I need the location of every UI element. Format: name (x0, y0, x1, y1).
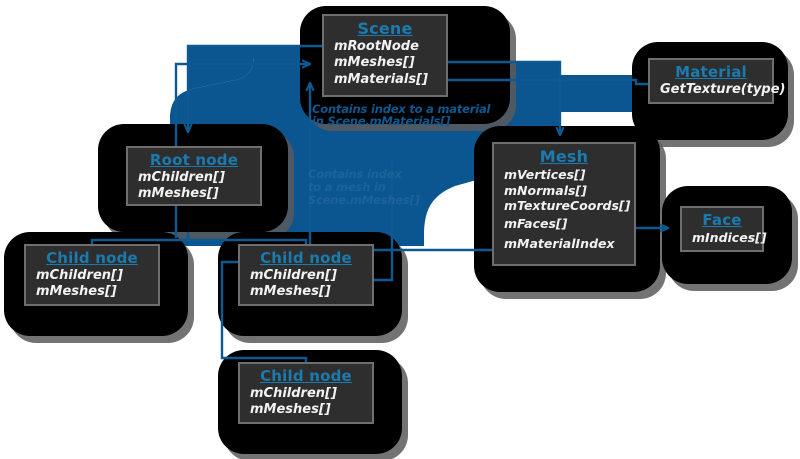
class-title-child-node-middle: Child node (260, 249, 352, 267)
field-scene-2: mMaterials[] (334, 71, 429, 87)
field-material-0: GetTexture(type) (660, 81, 786, 97)
class-title-mesh: Mesh (539, 147, 589, 166)
annotation-material-index: Contains index to a material in Scene.mM… (312, 102, 491, 128)
class-box-face[interactable]: Face mIndices[] (680, 206, 767, 252)
field-child-node-left-0: mChildren[] (36, 267, 123, 283)
field-mesh-0: mVertices[] (504, 166, 586, 182)
class-box-mesh[interactable]: Mesh mVertices[] mNormals[] mTextureCoor… (492, 142, 636, 266)
class-box-child-node-middle[interactable]: Child node mChildren[] mMeshes[] (238, 244, 374, 306)
class-title-child-node-left: Child node (46, 249, 138, 267)
field-child-node-middle-0: mChildren[] (250, 267, 337, 283)
field-child-node-bottom-1: mMeshes[] (250, 402, 331, 418)
field-face-0: mIndices[] (692, 229, 767, 245)
class-title-material: Material (675, 63, 747, 81)
field-mesh-4: mMaterialIndex (504, 235, 615, 251)
field-mesh-3: mFaces[] (504, 216, 568, 232)
class-title-face: Face (702, 211, 742, 229)
field-mesh-1: mNormals[] (504, 182, 587, 198)
class-box-scene[interactable]: Scene mRootNode mMeshes[] mMaterials[] (322, 14, 448, 97)
field-scene-1: mMeshes[] (334, 55, 415, 71)
class-box-root-node[interactable]: Root node mChildren[] mMeshes[] (126, 146, 262, 206)
field-child-node-left-1: mMeshes[] (36, 284, 117, 300)
field-mesh-2: mTextureCoords[] (504, 198, 631, 214)
field-scene-0: mRootNode (334, 38, 419, 54)
class-title-scene: Scene (357, 19, 413, 38)
class-title-root-node: Root node (149, 151, 239, 169)
annotation-mesh-index: Contains index to a mesh in Scene.mMeshe… (308, 167, 420, 208)
class-title-child-node-bottom: Child node (260, 367, 352, 385)
field-child-node-bottom-0: mChildren[] (250, 385, 337, 401)
field-root-node-1: mMeshes[] (138, 186, 219, 202)
class-box-material[interactable]: Material GetTexture(type) (648, 58, 786, 104)
class-box-child-node-left[interactable]: Child node mChildren[] mMeshes[] (24, 244, 160, 306)
field-child-node-middle-1: mMeshes[] (250, 284, 331, 300)
field-root-node-0: mChildren[] (138, 169, 225, 185)
class-box-child-node-bottom[interactable]: Child node mChildren[] mMeshes[] (238, 362, 374, 424)
